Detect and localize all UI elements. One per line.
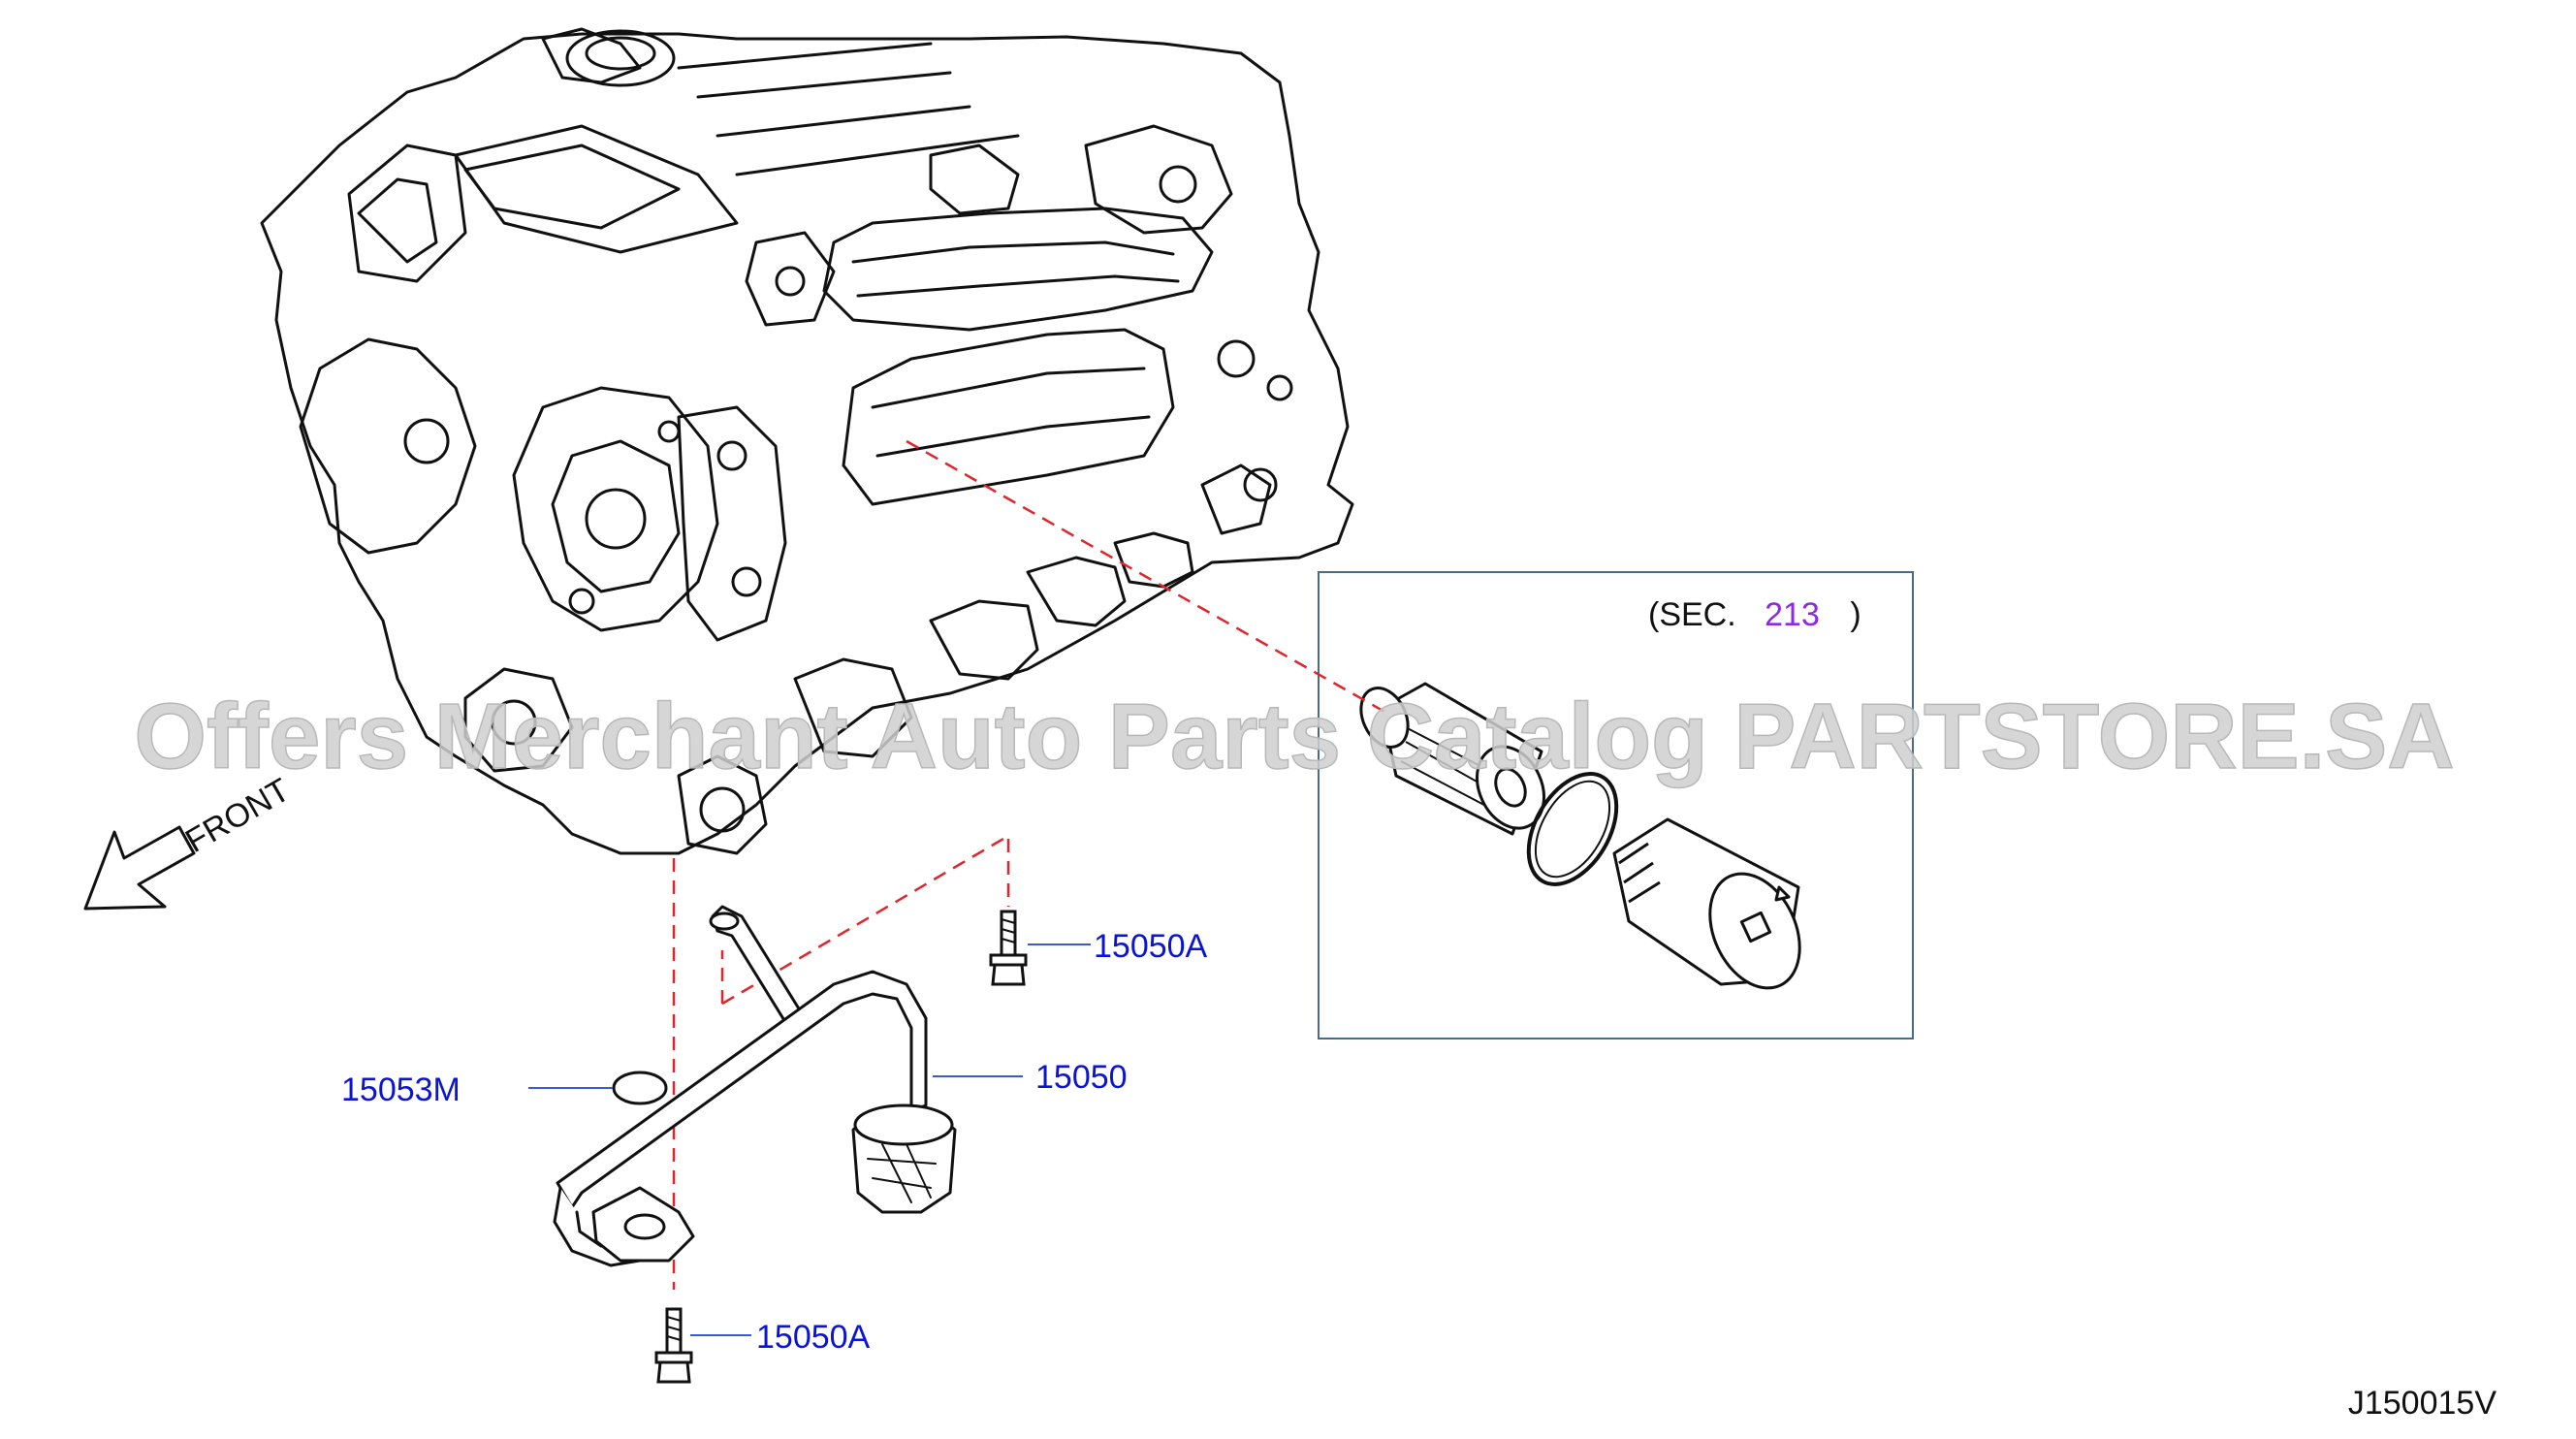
leader-filter-to-block [906, 439, 1387, 715]
callout-15053m[interactable]: 15053M [341, 1071, 461, 1108]
bolt-lower-drawing [654, 1307, 693, 1384]
assembly-leaders [672, 439, 1387, 1290]
callout-labels: 15050A 15050 15053M 15050A [341, 928, 1208, 1356]
o-ring-15053m-drawing [612, 1071, 668, 1105]
callout-15050a-upper[interactable]: 15050A [1094, 928, 1208, 965]
section-number-link[interactable]: 213 [1765, 596, 1820, 633]
callout-15050[interactable]: 15050 [1035, 1059, 1128, 1096]
front-direction-arrow: FRONT [83, 771, 296, 911]
section-frame [1318, 571, 1914, 1039]
callout-15050a-lower[interactable]: 15050A [756, 1319, 871, 1356]
oil-filter-section-box: (SEC. 213 ) [1318, 571, 1914, 1039]
section-suffix: ) [1850, 596, 1860, 633]
watermark-text: Offers Merchant Auto Parts Catalog PARTS… [134, 685, 2454, 788]
oil-filter-element-drawing [1359, 682, 1545, 836]
diagram-code: J150015V [2348, 1385, 2496, 1422]
oil-strainer-tube-drawing [553, 905, 957, 1267]
section-reference: (SEC. 213 ) [1648, 596, 1861, 633]
section-prefix: (SEC. [1648, 596, 1736, 633]
front-arrow-icon [83, 825, 196, 911]
callout-leaders [528, 943, 1091, 1336]
engine-block-drawing [260, 27, 1354, 855]
filter-o-ring-drawing [1526, 772, 1619, 886]
oil-filter-cap-drawing [1612, 817, 1801, 990]
bolt-upper-drawing [989, 910, 1028, 986]
